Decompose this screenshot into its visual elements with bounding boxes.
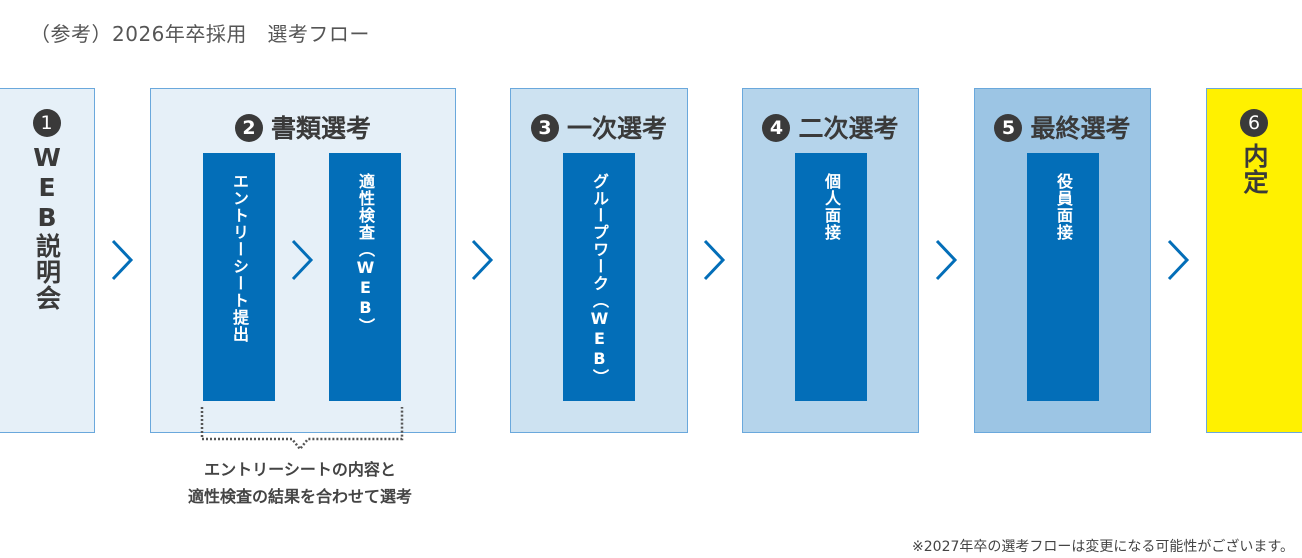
bracket-note: エントリーシートの内容と 適性検査の結果を合わせて選考 (150, 456, 450, 510)
step-number-badge: 1 (32, 109, 61, 137)
step-label: 役員面接 (1054, 173, 1073, 241)
step-label: グループワーク（WEB） (590, 173, 609, 386)
footnote: ※2027年卒の選考フローは変更になる可能性がございます。 (912, 539, 1294, 555)
step-label: エントリーシート提出 (230, 173, 249, 343)
stage-label: WEB説明会 (32, 143, 62, 311)
dotted-bracket (200, 407, 404, 452)
stage-label: 書類選考 (270, 114, 371, 143)
chevron-right-icon (471, 239, 494, 281)
note-line: 適性検査の結果を合わせて選考 (187, 487, 412, 506)
step-executive-interview: 役員面接 (1027, 153, 1099, 401)
step-number-badge: 5 (994, 114, 1023, 142)
note-line: エントリーシートの内容と (204, 460, 396, 479)
step-number-badge: 2 (234, 114, 263, 142)
step-label: 個人面接 (822, 173, 841, 241)
step-label: 適性検査（WEB） (356, 173, 375, 335)
step-number-badge: 6 (1240, 109, 1268, 137)
step-individual-interview: 個人面接 (795, 153, 867, 401)
stage-label: 二次選考 (798, 114, 899, 143)
chevron-right-icon (291, 239, 314, 281)
chevron-right-icon (1167, 239, 1190, 281)
page-title: （参考）2026年卒採用 選考フロー (30, 22, 370, 46)
step-number-badge: 3 (530, 114, 559, 142)
step-aptitude-test: 適性検査（WEB） (329, 153, 401, 401)
stage-offer: 6 内定 (1206, 88, 1302, 433)
stage-label: 内定 (1240, 143, 1269, 195)
step-number-badge: 4 (762, 114, 791, 142)
step-group-work: グループワーク（WEB） (563, 153, 635, 401)
stage-web-seminar: 1 WEB説明会 (0, 88, 95, 433)
stage-label: 一次選考 (566, 114, 667, 143)
step-entry-sheet: エントリーシート提出 (203, 153, 275, 401)
chevron-right-icon (703, 239, 726, 281)
chevron-right-icon (111, 239, 134, 281)
chevron-right-icon (935, 239, 958, 281)
stage-label: 最終選考 (1030, 114, 1131, 143)
